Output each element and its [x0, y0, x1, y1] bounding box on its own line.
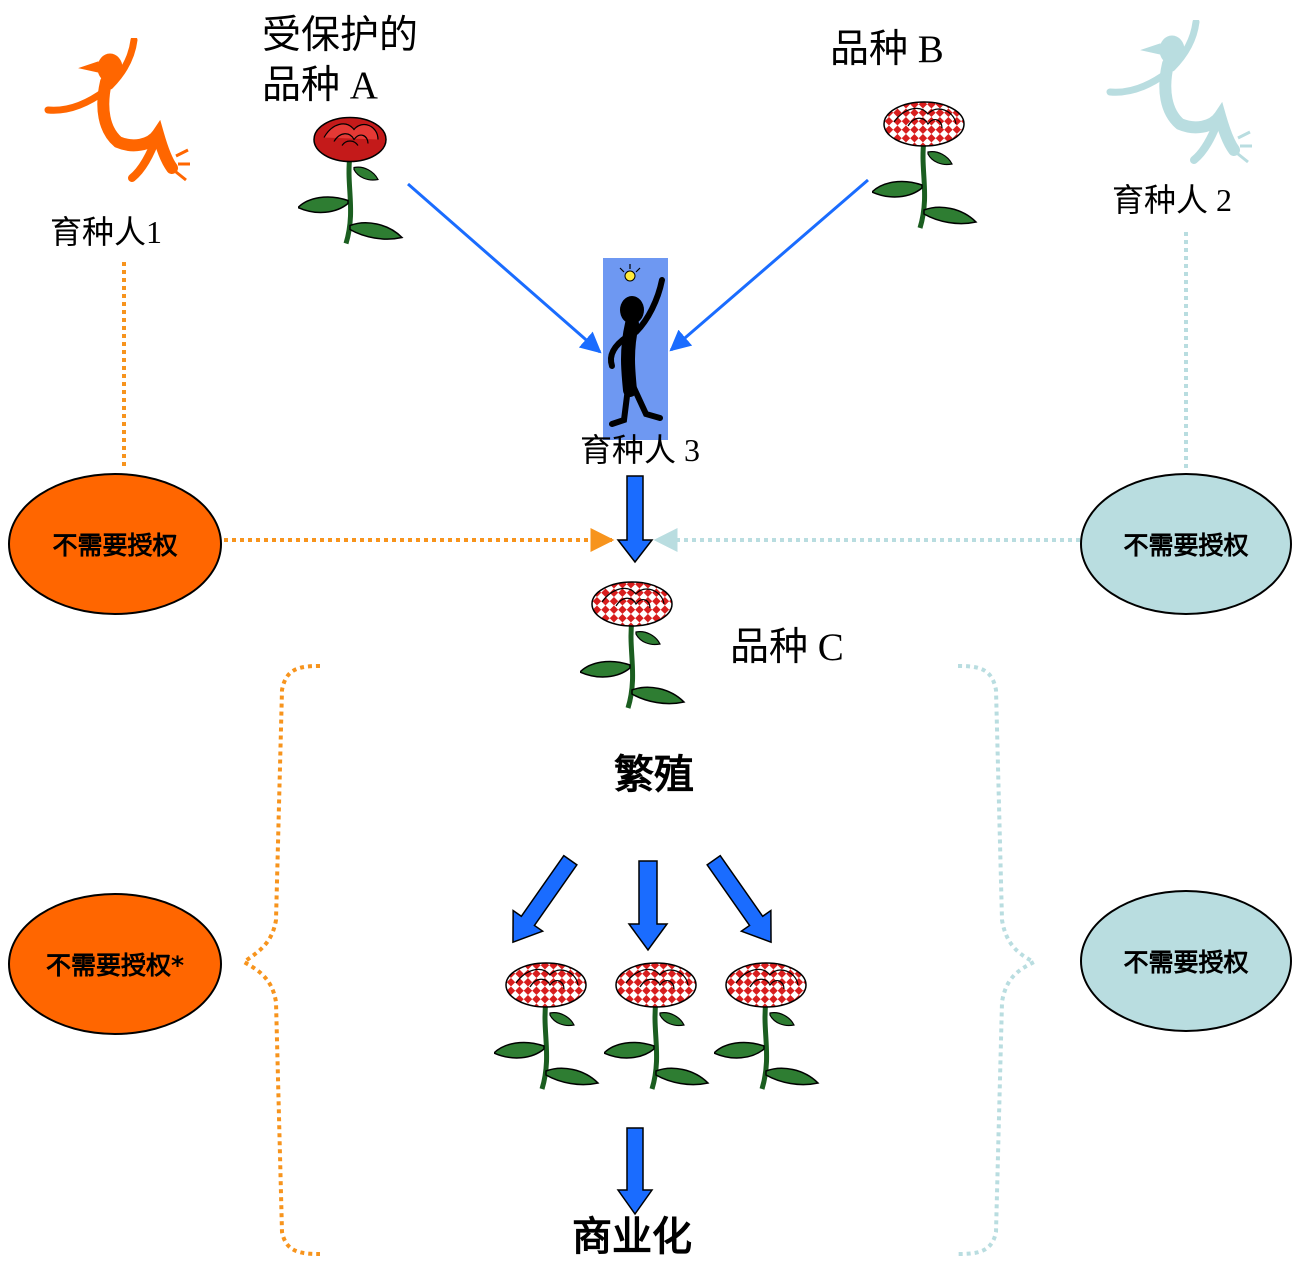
breeder-3-label: 育种人 3	[580, 432, 701, 468]
block-arrow-propagate-right	[706, 854, 772, 944]
variety-a-label-line2: 品种 A	[262, 64, 378, 107]
variety-a-rose-icon	[298, 118, 402, 244]
block-arrow-propagate-left	[512, 854, 578, 944]
propagated-rose-icon	[714, 963, 818, 1089]
breeder-3-figure-icon	[603, 258, 668, 440]
authorization-not-required-badge-bottom-left: 不需要授权*	[8, 893, 222, 1035]
variety-c-rose-icon	[580, 582, 684, 708]
propagated-rose-icon	[494, 963, 598, 1089]
breeder-1-label: 育种人1	[50, 214, 163, 250]
block-arrow-to-variety-c	[616, 475, 654, 564]
block-arrow-to-commercialization	[616, 1127, 654, 1216]
arrow-b-to-breeder3	[669, 178, 869, 352]
block-arrow-propagate-center	[627, 860, 669, 952]
breeder-1-figure-icon	[48, 40, 190, 180]
dotted-bracket-left	[240, 664, 321, 1256]
variety-a-label-line1: 受保护的	[262, 14, 419, 57]
dotted-bracket-right	[957, 664, 1039, 1256]
authorization-not-required-badge-bottom-right: 不需要授权	[1080, 890, 1292, 1032]
variety-b-rose-icon	[872, 102, 976, 228]
breeder-2-figure-icon	[1110, 22, 1252, 162]
variety-b-label: 品种 B	[830, 28, 944, 71]
propagated-rose-icon	[604, 963, 708, 1089]
commercialization-label: 商业化	[572, 1214, 692, 1260]
propagation-label: 繁殖	[614, 752, 694, 798]
arrow-a-to-breeder3	[407, 182, 602, 354]
authorization-not-required-badge-top-left: 不需要授权	[8, 473, 222, 615]
breeder-2-label: 育种人 2	[1112, 182, 1233, 218]
authorization-not-required-badge-top-right: 不需要授权	[1080, 473, 1292, 615]
variety-c-label: 品种 C	[730, 626, 844, 669]
